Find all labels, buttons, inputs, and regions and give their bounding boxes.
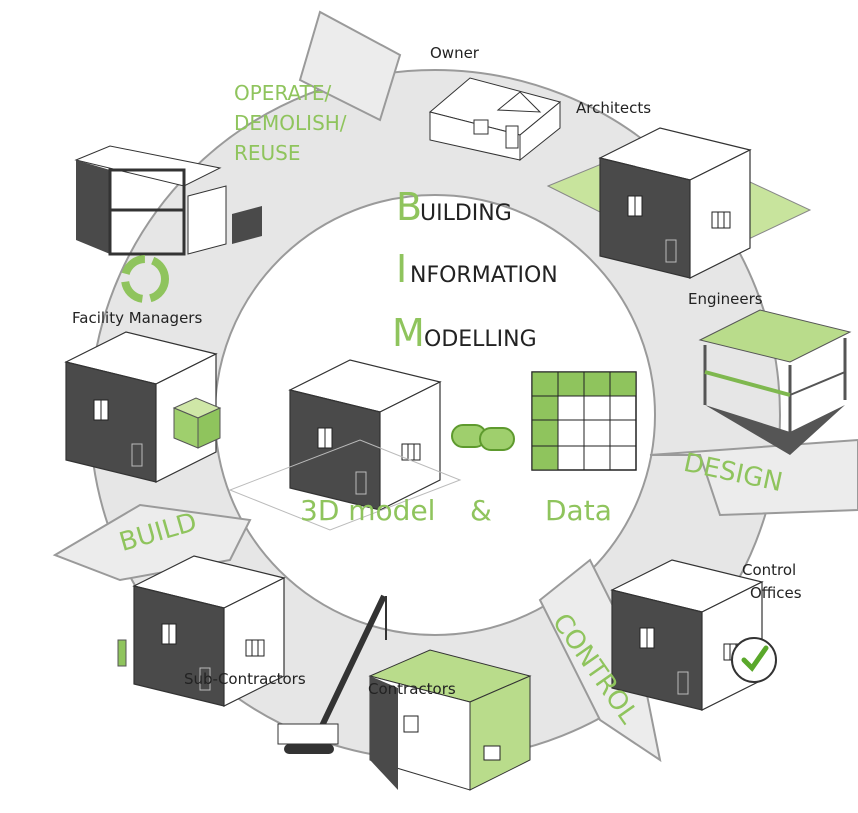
data-table-icon xyxy=(531,371,637,471)
phase-operate-line1: OPERATE/ xyxy=(234,81,332,105)
center-model-label: 3D model xyxy=(300,494,435,527)
bim-title: B UILDING I NFORMATION M ODELLING xyxy=(392,185,558,355)
label-contractors: Contractors xyxy=(368,680,456,698)
label-subcontractors: Sub-Contractors xyxy=(184,670,306,688)
title-initial-m: M xyxy=(392,311,425,355)
engineers-frame xyxy=(698,309,852,455)
arrow-control xyxy=(538,558,662,763)
title-initial-i: I xyxy=(396,247,407,291)
label-engineers: Engineers xyxy=(688,290,763,308)
link-icon xyxy=(451,424,515,451)
label-facility-managers: Facility Managers xyxy=(72,309,202,327)
title-rest-modelling: ODELLING xyxy=(424,327,537,352)
operate-building xyxy=(74,145,262,256)
control-house xyxy=(611,559,763,711)
owner-house xyxy=(428,77,562,162)
label-control-line2: Offices xyxy=(750,584,802,602)
arrow-design xyxy=(649,438,858,517)
label-architects: Architects xyxy=(576,99,651,117)
green-cube-icon xyxy=(172,397,222,449)
approved-stamp-icon xyxy=(731,637,777,683)
architects-house xyxy=(599,127,751,279)
label-control-line1: Control xyxy=(742,561,796,579)
phase-operate-line3: REUSE xyxy=(234,141,301,165)
center-data-label: Data xyxy=(545,494,612,527)
center-amp: & xyxy=(470,494,492,527)
center-3d-model xyxy=(289,359,441,511)
recycle-icon xyxy=(121,255,169,303)
title-rest-building: UILDING xyxy=(420,201,512,226)
title-initial-b: B xyxy=(396,185,422,229)
contractors-building xyxy=(368,649,532,791)
label-owner: Owner xyxy=(430,44,480,62)
arrow-top xyxy=(298,10,402,122)
crane-icon xyxy=(277,594,387,754)
title-rest-information: NFORMATION xyxy=(410,263,558,288)
phase-operate-line2: DEMOLISH/ xyxy=(234,111,347,135)
door-icon xyxy=(117,639,127,667)
